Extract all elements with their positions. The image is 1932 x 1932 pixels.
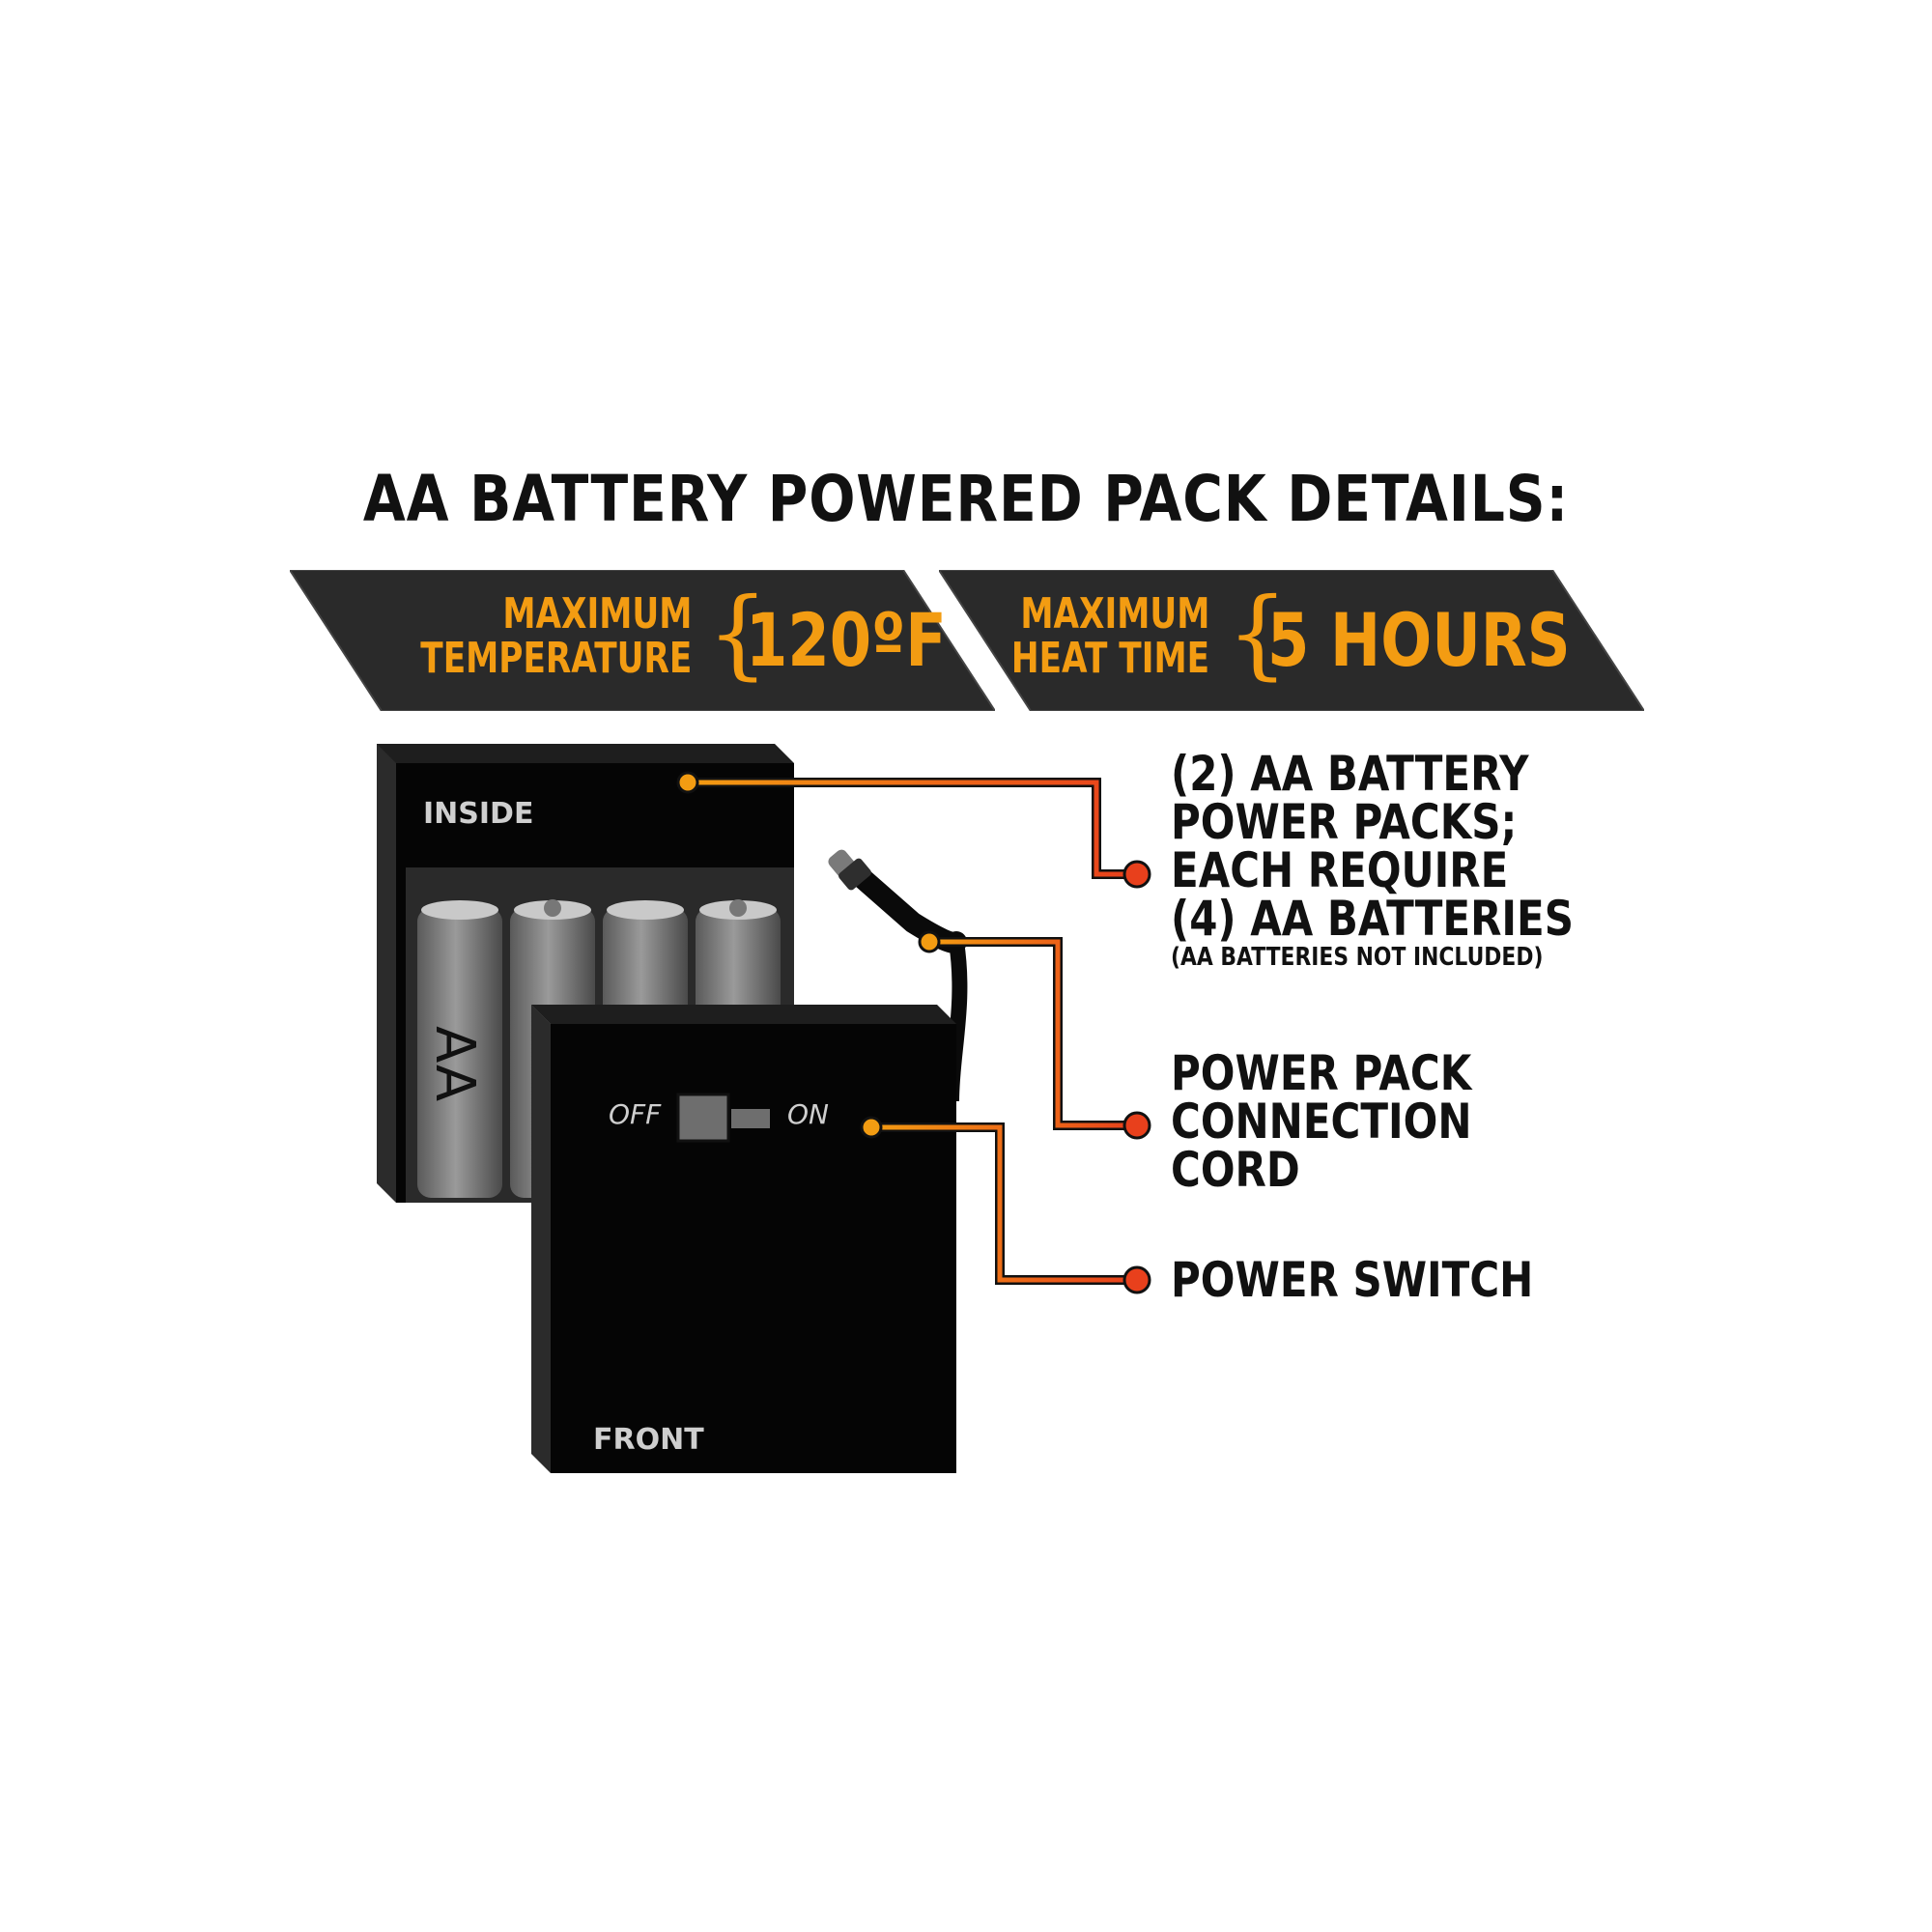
callout-line: CORD	[1171, 1142, 1300, 1198]
page-title: AA BATTERY POWERED PACK DETAILS:	[362, 462, 1570, 536]
banner-label-line1: MAXIMUM	[1019, 589, 1209, 639]
callout-line: POWER SWITCH	[1171, 1252, 1534, 1308]
leader-line-cord	[918, 930, 1151, 1140]
power-switch[interactable]	[676, 1093, 730, 1143]
brace-symbol: {	[707, 577, 769, 690]
battery-cell	[417, 900, 502, 1198]
banner-value-temperature: 120ºF	[746, 597, 947, 683]
leader-end-dot	[1122, 860, 1151, 889]
callout-connection-cord: POWER PACK CONNECTION CORD	[1171, 1049, 1471, 1194]
leader-end-dot	[1122, 1111, 1151, 1140]
banner-background	[939, 570, 1644, 711]
leader-start-dot	[676, 771, 699, 794]
callout-power-switch: POWER SWITCH	[1171, 1256, 1533, 1304]
battery-pack-front: OFF ON FRONT	[531, 1005, 956, 1473]
front-label: FRONT	[593, 1423, 704, 1457]
banner-max-heat-time: MAXIMUM HEAT TIME { 5 HOURS	[939, 570, 1644, 711]
switch-track	[731, 1109, 770, 1128]
banner-background	[290, 570, 995, 711]
callout-line: POWER PACK	[1171, 1045, 1472, 1101]
callout-line: (2) AA BATTERY	[1171, 746, 1529, 802]
callout-line: (4) AA BATTERIES	[1171, 891, 1574, 947]
inside-label: INSIDE	[423, 797, 533, 831]
banner-max-temperature: MAXIMUM TEMPERATURE { 120ºF	[290, 570, 995, 711]
banner-label-line2: TEMPERATURE	[419, 634, 692, 683]
banner-label-line2: HEAT TIME	[1010, 634, 1209, 683]
brace-symbol: {	[1227, 577, 1289, 690]
callout-line: EACH REQUIRE	[1171, 842, 1509, 898]
inside-box-side	[377, 744, 396, 1203]
inside-box-top	[377, 744, 794, 763]
switch-off-label: OFF	[609, 1098, 662, 1130]
leader-end-dot	[1122, 1265, 1151, 1294]
leader-start-dot	[918, 930, 941, 953]
callout-line: CONNECTION	[1171, 1094, 1472, 1150]
leader-start-dot	[860, 1116, 883, 1139]
banner-value-heat-time: 5 HOURS	[1267, 597, 1571, 683]
front-box-side	[531, 1005, 551, 1473]
leader-line-packs	[676, 771, 1151, 889]
battery-label: AA	[423, 1026, 486, 1101]
callout-note: (AA BATTERIES NOT INCLUDED)	[1171, 943, 1544, 972]
callout-power-packs: (2) AA BATTERY POWER PACKS; EACH REQUIRE…	[1171, 750, 1574, 972]
leader-line-switch	[860, 1116, 1151, 1294]
banner-label-line1: MAXIMUM	[501, 589, 692, 639]
callout-line: POWER PACKS;	[1171, 794, 1518, 850]
front-box-top	[531, 1005, 956, 1024]
front-box-face	[551, 1024, 956, 1473]
switch-on-label: ON	[787, 1098, 829, 1130]
